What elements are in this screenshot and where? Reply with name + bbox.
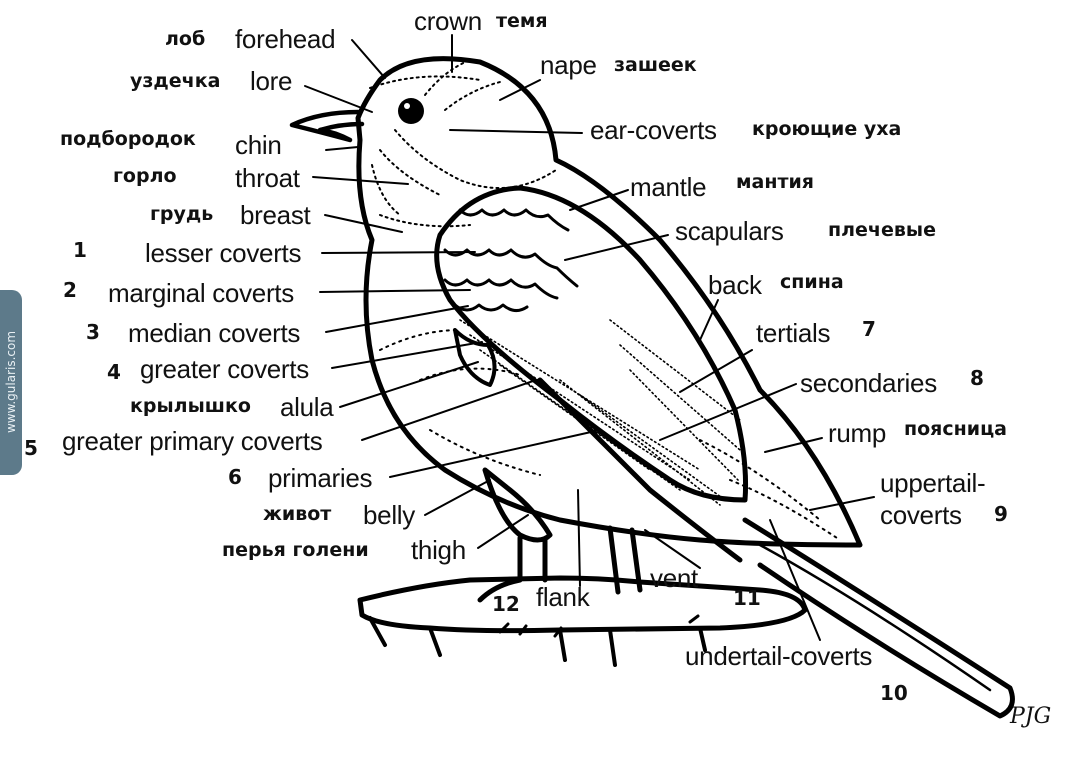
label-tertials-num: 7 [862,317,876,341]
label-alula-ru: крылышко [130,395,251,417]
label-greater-primary-coverts-num: 5 [24,436,38,460]
label-rump: rump [828,418,887,448]
label-throat-ru: горло [113,165,177,187]
label-crown-ru: темя [496,10,548,32]
label-primaries: primaries [268,463,373,493]
label-vent: vent [650,563,698,593]
label-breast: breast [240,200,311,230]
label-nape: nape [540,50,597,80]
label-marginal-coverts-num: 2 [63,278,77,302]
label-lore: lore [250,66,293,96]
beak [289,109,365,143]
label-scapulars-ru: плечевые [828,219,936,241]
label-rump-ru: поясница [904,418,1007,440]
label-belly-ru: живот [263,503,332,525]
eye [398,98,424,124]
label-uppertail-coverts-2: coverts [880,500,962,530]
label-secondaries: secondaries [800,368,937,398]
label-primaries-num: 6 [228,465,242,489]
label-flank: flank [536,582,590,612]
label-lesser-coverts: lesser coverts [145,238,302,268]
label-chin: chin [235,130,282,160]
label-back: back [708,270,762,300]
label-median-coverts-num: 3 [86,320,100,344]
leader-lines [304,34,875,641]
label-tertials: tertials [756,318,831,348]
label-secondaries-num: 8 [970,366,984,390]
label-throat: throat [235,163,300,193]
wing-stipple [459,319,741,506]
label-back-ru: спина [780,271,844,293]
label-flank-num: 12 [492,592,520,616]
tail-outline [742,517,1015,719]
label-chin-ru: подбородок [60,128,196,150]
label-undertail-coverts: undertail-coverts [685,641,873,671]
body-tracts [379,329,841,541]
label-mantle: mantle [630,172,707,202]
label-alula: alula [280,392,334,422]
primaries-edge [537,377,743,563]
label-nape-ru: зашеек [614,54,697,76]
perch-cracks [498,614,700,638]
label-breast-ru: грудь [150,203,214,225]
label-greater-primary-coverts: greater primary coverts [62,426,323,456]
source-tab[interactable] [0,290,22,475]
label-thigh: thigh [411,535,466,565]
label-scapulars: scapulars [675,216,784,246]
leg-front [477,535,548,603]
label-lesser-coverts-num: 1 [73,238,87,262]
label-ear-coverts: ear-coverts [590,115,717,145]
leg-rear [607,525,643,595]
label-forehead: forehead [235,24,336,54]
label-median-coverts: median coverts [128,318,301,348]
label-uppertail-coverts-num: 9 [994,502,1008,526]
label-greater-coverts-num: 4 [107,360,121,384]
perch-lower [368,616,707,667]
label-greater-coverts: greater coverts [140,354,309,384]
label-vent-num: 11 [733,586,761,610]
label-thigh-ru: перья голени [222,539,369,561]
label-lore-ru: уздечка [130,70,221,92]
label-marginal-coverts: marginal coverts [108,278,294,308]
label-mantle-ru: мантия [736,171,815,193]
thigh-outline [482,467,553,543]
label-crown: crown [414,6,482,36]
label-forehead-ru: лоб [165,28,206,50]
artist-signature: PJG [1010,704,1052,729]
alula [453,328,497,387]
head-tracts [369,59,557,228]
wing-outline [434,185,749,503]
label-uppertail-coverts-1: uppertail- [880,468,986,498]
wing-feather-rows [443,208,579,312]
label-undertail-coverts-num: 10 [880,681,908,705]
label-ear-coverts-ru: кроющие уха [752,118,902,140]
label-belly: belly [363,500,415,530]
